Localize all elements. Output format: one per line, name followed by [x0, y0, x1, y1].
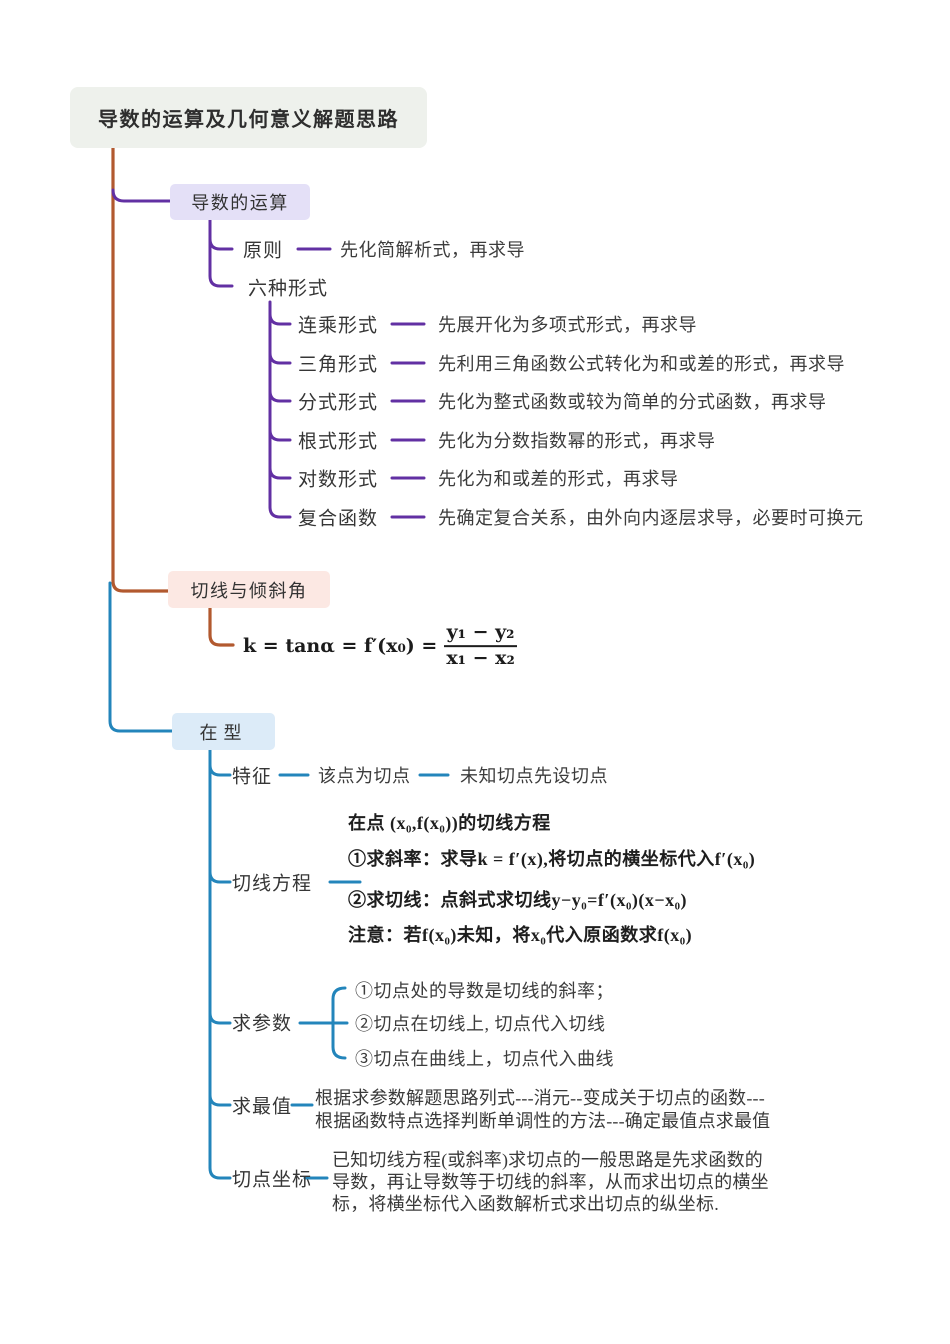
tangent-point-line-2[interactable]: 导数，再让导数等于切线的斜率，从而求出切点的横坐 — [332, 1172, 769, 1192]
node-form-multiply[interactable]: 连乘形式 — [298, 315, 379, 337]
node-tangent-equation[interactable]: 切线方程 — [232, 873, 313, 895]
root-node[interactable]: 导数的运算及几何意义解题思路 — [70, 87, 427, 148]
node-on-curve-type[interactable]: 在型 — [172, 713, 275, 750]
blue-connectors — [108, 581, 450, 1180]
node-derivative-operations-label: 导数的运算 — [191, 193, 289, 213]
find-parameter-item-2[interactable]: ②切点在切线上, 切点代入切线 — [355, 1014, 606, 1034]
find-parameter-item-1[interactable]: ①切点处的导数是切线的斜率； — [355, 981, 614, 1001]
root-title: 导数的运算及几何意义解题思路 — [98, 109, 399, 131]
node-feature-step2[interactable]: 未知切点先设切点 — [460, 766, 608, 786]
slope-formula[interactable]: k = tanα = f′(x₀) = y₁ − y₂ x₁ − x₂ — [243, 621, 517, 670]
node-feature[interactable]: 特征 — [232, 766, 273, 788]
node-form-radical-desc[interactable]: 先化为分数指数幂的形式，再求导 — [438, 431, 716, 451]
find-extremum-line-1[interactable]: 根据求参数解题思路列式---消元--变成关于切点的函数--- — [315, 1088, 765, 1108]
tangent-equation-line-2[interactable]: ①求斜率：求导k = f′(x),将切点的横坐标代入f′(x₀) — [348, 849, 756, 869]
find-parameter-item-3[interactable]: ③切点在曲线上，切点代入曲线 — [355, 1049, 614, 1069]
tangent-equation-line-3[interactable]: ②求切线：点斜式求切线y−y₀=f′(x₀)(x−x₀) — [348, 890, 687, 910]
slope-formula-denominator: x₁ − x₂ — [446, 647, 515, 669]
node-principle[interactable]: 原则 — [243, 240, 284, 262]
node-form-composite-desc[interactable]: 先确定复合关系，由外向内逐层求导，必要时可换元 — [438, 508, 864, 528]
slope-formula-numerator: y₁ − y₂ — [444, 621, 517, 647]
node-tangent-inclination[interactable]: 切线与倾斜角 — [168, 571, 330, 608]
node-tangent-inclination-label: 切线与倾斜角 — [190, 580, 308, 601]
node-on-curve-type-label: 在型 — [199, 722, 248, 743]
node-feature-step1[interactable]: 该点为切点 — [318, 766, 411, 786]
brown-connectors — [111, 146, 235, 647]
node-form-trig[interactable]: 三角形式 — [298, 354, 379, 376]
slope-formula-fraction: y₁ − y₂ x₁ − x₂ — [444, 621, 517, 670]
tangent-equation-line-4[interactable]: 注意：若f(x₀)未知，将x₀代入原函数求f(x₀) — [348, 925, 693, 945]
node-principle-desc[interactable]: 先化简解析式，再求导 — [340, 240, 525, 260]
node-tangent-point[interactable]: 切点坐标 — [232, 1169, 313, 1191]
node-find-extremum[interactable]: 求最值 — [232, 1096, 293, 1118]
tangent-point-line-3[interactable]: 标，将横坐标代入函数解析式求出切点的纵坐标. — [332, 1194, 719, 1214]
tangent-equation-line-1[interactable]: 在点 (x₀,f(x₀))的切线方程 — [348, 813, 551, 833]
purple-connectors — [111, 188, 426, 519]
node-form-log[interactable]: 对数形式 — [298, 469, 379, 491]
node-derivative-operations[interactable]: 导数的运算 — [170, 184, 310, 220]
node-form-fraction-desc[interactable]: 先化为整式函数或较为简单的分式函数，再求导 — [438, 392, 827, 412]
node-find-parameter[interactable]: 求参数 — [232, 1013, 293, 1035]
node-six-forms[interactable]: 六种形式 — [248, 278, 329, 300]
node-form-log-desc[interactable]: 先化为和或差的形式，再求导 — [438, 469, 679, 489]
node-form-composite[interactable]: 复合函数 — [298, 508, 379, 530]
slope-formula-lhs: k = tanα = f′(x₀) = — [243, 635, 438, 657]
node-form-trig-desc[interactable]: 先利用三角函数公式转化为和或差的形式，再求导 — [438, 354, 845, 374]
node-form-fraction[interactable]: 分式形式 — [298, 392, 379, 414]
find-extremum-line-2[interactable]: 根据函数特点选择判断单调性的方法---确定最值点求最值 — [315, 1111, 771, 1131]
node-form-radical[interactable]: 根式形式 — [298, 431, 379, 453]
tangent-point-line-1[interactable]: 已知切线方程(或斜率)求切点的一般思路是先求函数的 — [332, 1150, 763, 1170]
node-form-multiply-desc[interactable]: 先展开化为多项式形式，再求导 — [438, 315, 697, 335]
